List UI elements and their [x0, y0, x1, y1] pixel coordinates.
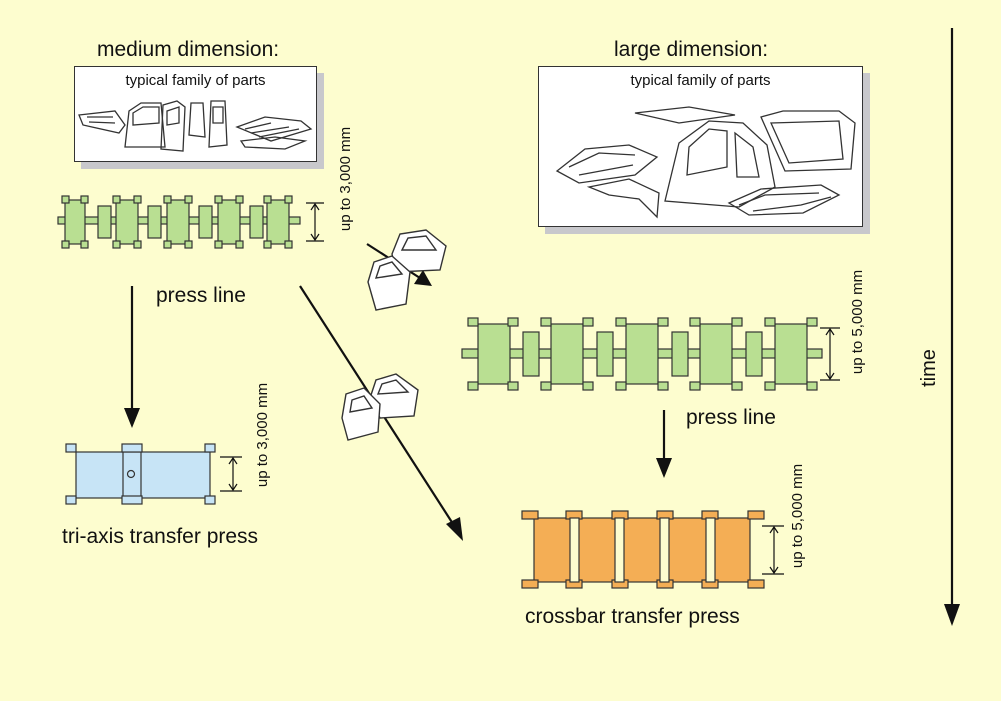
crossbar-press-graphic — [521, 510, 765, 589]
medium-press-station — [217, 199, 241, 245]
tri-axis-dimension-marker — [220, 456, 242, 492]
large-press-transfer — [522, 331, 540, 377]
large-press-transfer — [596, 331, 614, 377]
large-press-station — [625, 323, 659, 385]
medium-press-station — [115, 199, 139, 245]
medium-parts-caption: typical family of parts — [125, 72, 266, 89]
medium-press-transfer — [198, 205, 213, 239]
large-dimension-heading: large dimension: — [614, 38, 769, 61]
large-press-station — [699, 323, 733, 385]
medium-press-transfer — [249, 205, 264, 239]
large-press-dimension-marker — [820, 327, 840, 381]
time-axis-label: time — [918, 349, 940, 387]
crossbar-transfer-press-label: crossbar transfer press — [525, 605, 740, 628]
large-press-line-dimension-label: up to 5,000 mm — [849, 269, 866, 375]
large-press-station — [774, 323, 808, 385]
tri-axis-press-graphic — [65, 443, 216, 505]
large-parts-box: typical family of parts — [538, 66, 863, 227]
large-parts-illustration — [555, 106, 856, 219]
tri-axis-transfer-press-label: tri-axis transfer press — [62, 525, 259, 548]
large-parts-caption: typical family of parts — [630, 72, 771, 89]
medium-press-station — [64, 199, 86, 245]
large-press-station — [477, 323, 511, 385]
medium-press-dimension-marker — [306, 202, 324, 242]
crossbar-dimension-marker — [762, 525, 784, 575]
medium-press-line-dimension-label: up to 3,000 mm — [337, 126, 354, 232]
medium-dimension-heading: medium dimension: — [97, 38, 280, 61]
medium-press-transfer — [97, 205, 112, 239]
medium-press-transfer — [147, 205, 162, 239]
medium-press-line-label: press line — [156, 284, 246, 307]
crossbar-dimension-label: up to 5,000 mm — [789, 463, 806, 569]
large-press-line-label: press line — [686, 406, 776, 429]
medium-parts-illustration — [78, 100, 313, 152]
door-parts-icon-upper — [367, 229, 447, 311]
large-press-transfer — [745, 331, 763, 377]
door-parts-icon-lower — [341, 373, 419, 441]
tri-axis-dimension-label: up to 3,000 mm — [254, 382, 271, 488]
medium-press-station — [166, 199, 190, 245]
large-press-station — [550, 323, 584, 385]
medium-press-station — [266, 199, 290, 245]
medium-parts-box: typical family of parts — [74, 66, 317, 162]
large-press-transfer — [671, 331, 689, 377]
